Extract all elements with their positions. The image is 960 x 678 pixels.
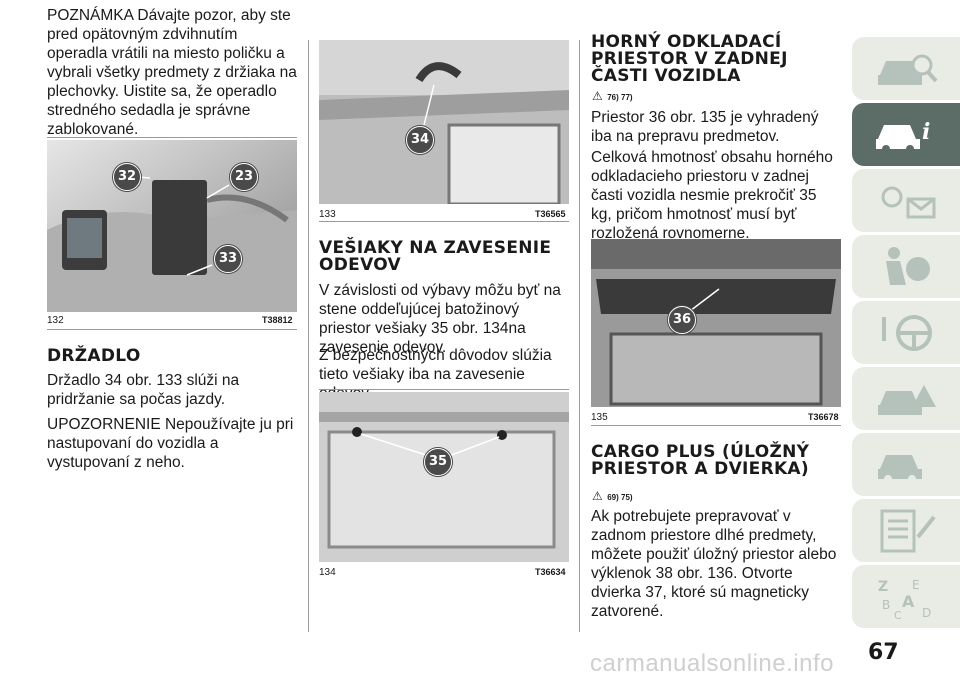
svg-text:B: B <box>882 598 890 612</box>
column-separator <box>308 40 309 632</box>
column-separator <box>579 40 580 632</box>
tab-index[interactable]: Z E B A C D <box>852 565 960 628</box>
tab-warning-lights[interactable] <box>852 169 960 232</box>
figure-135: 36 <box>591 239 841 407</box>
heading-vesiaky-line2: ODEVOV <box>319 255 401 275</box>
checklist-icon <box>880 509 936 553</box>
reference-warning-1: ⚠ 76) 77) <box>592 87 633 105</box>
tab-car-service[interactable] <box>852 433 960 496</box>
reference-numbers-2: 69) 75) <box>607 493 633 502</box>
tab-checklist[interactable] <box>852 499 960 562</box>
figure-133-image <box>319 40 569 204</box>
heading-horny-line3: ČASTI VOZIDLA <box>591 66 741 86</box>
paragraph-vesiaky-2: Z bezpečnostných dôvodov slúžia tieto ve… <box>319 347 552 402</box>
figure-132-image <box>47 140 297 312</box>
tab-steering-wheel[interactable] <box>852 301 960 364</box>
svg-text:E: E <box>912 578 920 592</box>
paragraph-cargo: Ak potrebujete prepravovať v zadnom prie… <box>591 508 837 620</box>
callout-32: 32 <box>113 163 141 191</box>
page-number: 67 <box>868 640 899 665</box>
car-search-icon <box>878 54 938 85</box>
car-warning-icon <box>878 385 936 415</box>
divider <box>319 221 569 222</box>
figure-133-number: 133 <box>319 209 336 220</box>
svg-text:D: D <box>922 606 931 620</box>
tab-car-search[interactable] <box>852 37 960 100</box>
watermark: carmanualsonline.info <box>590 650 834 677</box>
callout-33: 33 <box>214 245 242 273</box>
tab-car-info[interactable]: i <box>852 103 960 166</box>
reference-numbers-1: 76) 77) <box>607 93 633 102</box>
warning-triangle-icon: ⚠ <box>592 489 603 503</box>
callout-36: 36 <box>668 306 696 334</box>
reference-warning-2: ⚠ 69) 75) <box>592 487 633 505</box>
heading-vesiaky-line1: VEŠIAKY NA ZAVESENIE <box>319 238 552 258</box>
paragraph-drzadlo: Držadlo 34 obr. 133 slúži na pridržanie … <box>47 372 240 408</box>
paragraph-upozornenie: UPOZORNENIE Nepoužívajte ju pri nastupov… <box>47 416 294 471</box>
warning-lights-icon <box>881 186 936 219</box>
svg-text:C: C <box>894 609 902 621</box>
figure-134-code: T36634 <box>535 567 566 577</box>
svg-text:Z: Z <box>878 579 888 595</box>
figure-132-number: 132 <box>47 315 64 326</box>
note-paragraph: POZNÁMKA Dávajte pozor, aby ste pred opä… <box>47 7 297 138</box>
divider <box>591 425 841 426</box>
paragraph-horny-1: Priestor 36 obr. 135 je vyhradený iba na… <box>591 109 819 145</box>
divider <box>47 329 297 330</box>
paragraph-vesiaky-1: V závislosti od výbavy môžu byť na stene… <box>319 282 561 356</box>
tab-car-warning[interactable] <box>852 367 960 430</box>
figure-135-number: 135 <box>591 412 608 423</box>
figure-134: 35 <box>319 392 569 562</box>
paragraph-horny-2: Celková hmotnosť obsahu horného odkladac… <box>591 149 833 242</box>
svg-text:A: A <box>902 592 915 611</box>
warning-triangle-icon: ⚠ <box>592 89 603 103</box>
tab-airbag[interactable] <box>852 235 960 298</box>
figure-133: 34 <box>319 40 569 204</box>
svg-text:i: i <box>922 119 930 145</box>
divider <box>47 137 297 138</box>
figure-132-code: T38812 <box>262 315 293 325</box>
heading-horny-line2: PRIESTOR V ZADNEJ <box>591 49 788 69</box>
index-icon: Z E B A C D <box>878 578 931 621</box>
figure-134-number: 134 <box>319 567 336 578</box>
heading-cargo-line2: PRIESTOR A DVIERKA) <box>591 459 809 479</box>
figure-134-image <box>319 392 569 562</box>
figure-135-image <box>591 239 841 407</box>
callout-34: 34 <box>406 126 434 154</box>
figure-133-code: T36565 <box>535 209 566 219</box>
figure-132: 32 23 33 <box>47 140 297 312</box>
callout-23: 23 <box>230 163 258 191</box>
airbag-icon <box>886 247 930 285</box>
car-info-icon: i <box>876 119 930 153</box>
heading-horny-line1: HORNÝ ODKLADACÍ <box>591 32 782 52</box>
heading-drzadlo: DRŽADLO <box>47 346 141 366</box>
heading-cargo-line1: CARGO PLUS (ÚLOŽNÝ <box>591 442 810 462</box>
car-service-icon <box>878 455 922 483</box>
figure-135-code: T36678 <box>808 412 839 422</box>
steering-wheel-icon <box>882 315 932 351</box>
divider <box>319 389 569 390</box>
callout-35: 35 <box>424 448 452 476</box>
